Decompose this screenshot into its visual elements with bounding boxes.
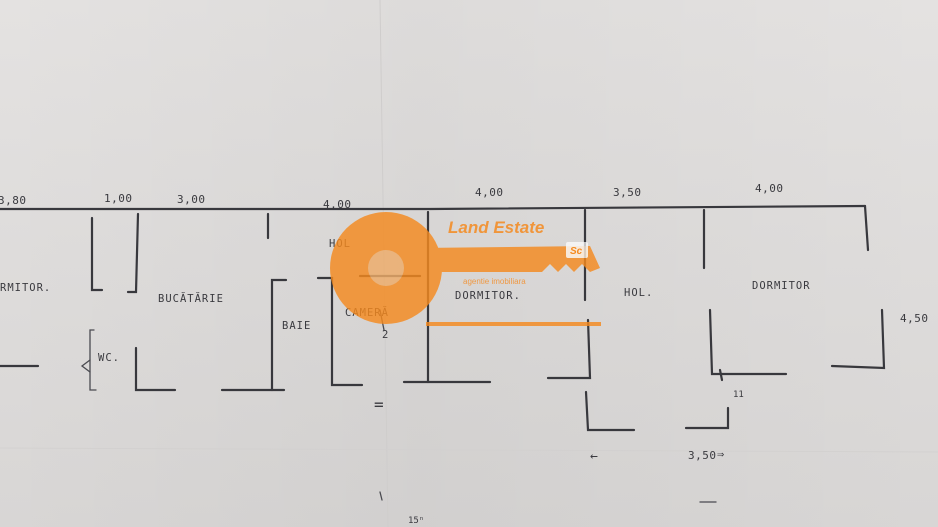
dimension-label: 4,00 — [755, 182, 784, 195]
key-blade-icon — [418, 246, 600, 272]
wall-segment — [126, 212, 140, 294]
wall-segment — [90, 216, 104, 292]
dimension-label: 3,80 — [0, 194, 27, 207]
pencil-mark — [379, 491, 383, 501]
room-label-dormitor: DORMITOR. — [455, 290, 521, 302]
wall-segment — [134, 346, 177, 392]
dimension-label: 4,50 — [900, 312, 929, 325]
paper-crease-line — [0, 447, 938, 453]
dimension-label: 1,00 — [104, 192, 133, 205]
dimension-label: 3,50 — [688, 449, 717, 462]
wall-segment — [584, 390, 636, 432]
dimension-label: 15ⁿ — [408, 516, 424, 526]
room-label-bucatarie: BUCĂTĂRIE — [158, 292, 224, 305]
watermark-tagline: agentie imobiliara — [463, 277, 526, 286]
room-number: 2 — [382, 329, 389, 341]
wc-bracket — [89, 329, 97, 391]
outer-wall-top — [0, 204, 867, 211]
key-head-icon — [330, 212, 442, 324]
watermark-brand: Land Estate — [448, 218, 544, 237]
room-label-baie: BAIE — [282, 320, 311, 332]
room-label-wc: WC. — [98, 352, 120, 364]
wall-segment — [708, 308, 788, 376]
arrow-left-icon: ← — [590, 449, 598, 464]
dimension-label: 4,00 — [475, 186, 504, 199]
room-label-hol: HOL. — [624, 287, 653, 299]
wall-segment — [316, 276, 364, 387]
wc-brace — [80, 359, 91, 373]
wall-segment — [684, 406, 730, 430]
watermark-logo — [330, 212, 601, 326]
arrow-right-icon: ⇒ — [717, 447, 724, 461]
watermark-badge — [566, 242, 588, 258]
room-label-dormitor: RMITOR. — [0, 282, 51, 294]
key-hole-icon — [368, 250, 404, 286]
wall-segment — [270, 278, 288, 392]
outer-wall-right-upper — [863, 204, 870, 252]
equals-mark: = — [374, 395, 384, 414]
dimension-label: 3,50 — [613, 186, 642, 199]
wall-segment — [830, 308, 886, 370]
room-label-dormitor: DORMITOR — [752, 280, 811, 292]
wall-segment — [546, 318, 592, 380]
tick-mark: 11 — [733, 390, 744, 400]
dimension-label: 3,00 — [177, 193, 206, 206]
watermark-underline — [426, 322, 601, 326]
watermark-badge-text: Sc — [570, 246, 583, 257]
wall-segment — [718, 368, 724, 382]
dimension-label: 4,00 — [323, 198, 352, 211]
